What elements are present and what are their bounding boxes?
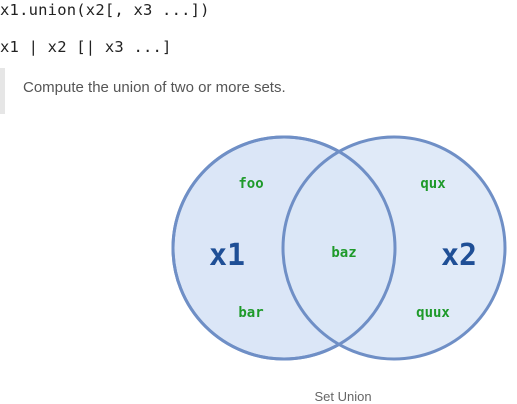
note-text: Compute the union of two or more sets. <box>23 79 286 96</box>
set-x1-label: x1 <box>209 238 245 273</box>
element-quux: quux <box>416 305 450 321</box>
description-note: Compute the union of two or more sets. <box>0 68 517 114</box>
code-syntax-operator: x1 | x2 [| x3 ...] <box>0 38 172 56</box>
set-x1-outline <box>171 135 397 361</box>
element-bar: bar <box>238 305 263 321</box>
note-border <box>0 68 5 114</box>
element-qux: qux <box>420 176 446 192</box>
set-x2-label: x2 <box>441 238 477 273</box>
element-foo: foo <box>238 176 263 192</box>
element-baz: baz <box>331 245 356 261</box>
diagram-caption: Set Union <box>314 389 372 404</box>
code-syntax-method: x1.union(x2[, x3 ...]) <box>0 1 210 19</box>
venn-diagram: x1 x2 foo bar baz qux quux <box>171 135 507 361</box>
